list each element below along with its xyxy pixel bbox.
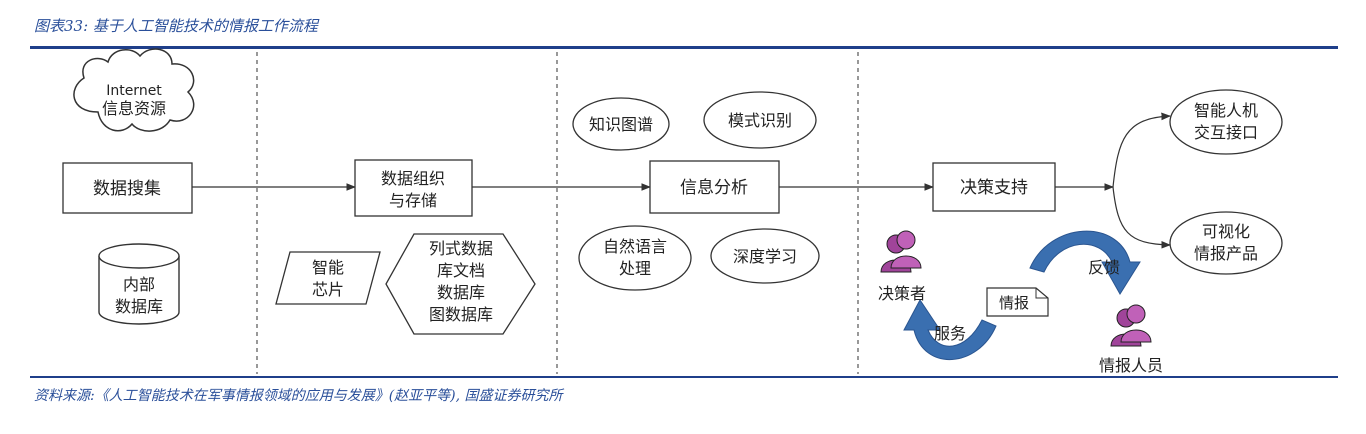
service-label: 服务	[934, 324, 966, 343]
feedback-arc-arrow	[1029, 230, 1141, 295]
intel-document-label: 情报	[999, 294, 1029, 312]
intel-staff-person-icon	[1110, 304, 1152, 347]
flow-connectors	[192, 112, 1171, 249]
nlp-ellipse: 自然语言 处理	[578, 225, 692, 291]
visual-label-2: 情报产品	[1194, 244, 1258, 263]
internal-db-label-2: 数据库	[115, 297, 163, 316]
chip-label-1: 智能	[312, 258, 344, 277]
source-caption: 资料来源:《人工智能技术在军事情报领域的应用与发展》(赵亚平等), 国盛证券研究…	[34, 388, 563, 404]
nlp-label-1: 自然语言	[603, 237, 667, 256]
visual-label-1: 可视化	[1202, 222, 1250, 241]
hci-label-2: 交互接口	[1194, 123, 1258, 142]
deep-learning-label: 深度学习	[733, 247, 797, 266]
data-org-label-1: 数据组织	[381, 169, 445, 188]
knowledge-graph-label: 知识图谱	[589, 115, 653, 134]
deep-learning-ellipse: 深度学习	[710, 228, 820, 284]
feedback-label: 反馈	[1088, 258, 1120, 277]
db-type-3: 数据库	[437, 283, 485, 302]
internet-cloud: Internet 信息资源	[73, 48, 195, 132]
decision-maker-label: 决策者	[878, 284, 926, 303]
internal-database-cylinder: 内部 数据库	[98, 243, 180, 325]
pattern-recognition-ellipse: 模式识别	[703, 91, 817, 149]
smart-chip-parallelogram: 智能 芯片	[275, 251, 381, 305]
internet-label: Internet	[106, 83, 162, 99]
data-org-label-2: 与存储	[389, 191, 437, 210]
hci-label-1: 智能人机	[1194, 101, 1258, 120]
visual-product-ellipse: 可视化 情报产品	[1169, 211, 1283, 275]
data-collection-label: 数据搜集	[93, 179, 161, 199]
column-dividers	[256, 52, 859, 374]
info-resource-label: 信息资源	[102, 99, 166, 118]
intel-staff-label: 情报人员	[1099, 356, 1163, 375]
info-analysis-label: 信息分析	[680, 178, 748, 198]
intel-document-icon: 情报	[986, 287, 1049, 317]
decision-support-label: 决策支持	[960, 178, 1028, 198]
database-types-hexagon: 列式数据 库文档 数据库 图数据库	[385, 233, 536, 335]
internal-db-label-1: 内部	[123, 275, 155, 294]
decision-support-box: 决策支持	[932, 162, 1056, 212]
service-arc-arrow	[903, 299, 997, 360]
db-type-4: 图数据库	[429, 305, 493, 324]
hci-ellipse: 智能人机 交互接口	[1169, 89, 1283, 155]
nlp-label-2: 处理	[619, 259, 651, 278]
figure-caption: 图表33: 基于人工智能技术的情报工作流程	[34, 17, 318, 35]
chip-label-2: 芯片	[312, 280, 344, 299]
decision-maker-person-icon	[880, 230, 922, 273]
information-analysis-box: 信息分析	[649, 160, 780, 214]
knowledge-graph-ellipse: 知识图谱	[572, 97, 670, 151]
top-rule	[30, 46, 1338, 49]
pattern-recognition-label: 模式识别	[728, 111, 792, 130]
db-type-2: 库文档	[437, 261, 485, 280]
data-organization-box: 数据组织 与存储	[354, 159, 473, 217]
bottom-rule	[30, 376, 1338, 378]
db-type-1: 列式数据	[429, 239, 493, 258]
data-collection-box: 数据搜集	[62, 162, 193, 214]
